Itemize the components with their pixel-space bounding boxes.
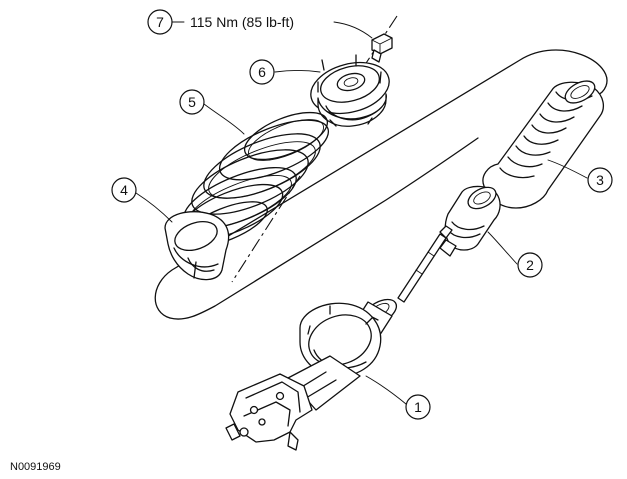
callout-6-label: 6 [258, 64, 266, 80]
callout-2: 2 [517, 252, 543, 278]
upper-mount [310, 54, 390, 127]
leader-line-4 [135, 192, 173, 223]
leader-line-6 [274, 70, 321, 73]
leader-line-2 [487, 231, 518, 265]
leader-line-1 [365, 375, 407, 405]
callout-5-label: 5 [188, 94, 196, 110]
group-boundary-outline-lower [169, 137, 479, 320]
strut [225, 225, 453, 451]
callout-2-label: 2 [526, 257, 534, 273]
callout-3-label: 3 [596, 172, 604, 188]
leader-line-3 [547, 159, 588, 179]
callout-7: 7 [147, 9, 173, 35]
callout-5: 5 [179, 89, 205, 115]
callout-1-label: 1 [414, 399, 422, 415]
leader-line-7-nut [333, 21, 373, 39]
callout-4-label: 4 [120, 182, 128, 198]
leader-line-5 [203, 103, 245, 135]
callout-3: 3 [587, 167, 613, 193]
callout-1: 1 [405, 394, 431, 420]
callout-4: 4 [111, 177, 137, 203]
jounce-bumper [439, 185, 501, 257]
lower-spring-seat [164, 211, 230, 281]
dust-boot [482, 80, 605, 209]
top-nut [371, 33, 393, 63]
reference-code: N0091969 [10, 461, 61, 473]
torque-spec-label: 115 Nm (85 lb-ft) [190, 14, 294, 30]
callout-7-label: 7 [156, 14, 164, 30]
callout-6: 6 [249, 59, 275, 85]
